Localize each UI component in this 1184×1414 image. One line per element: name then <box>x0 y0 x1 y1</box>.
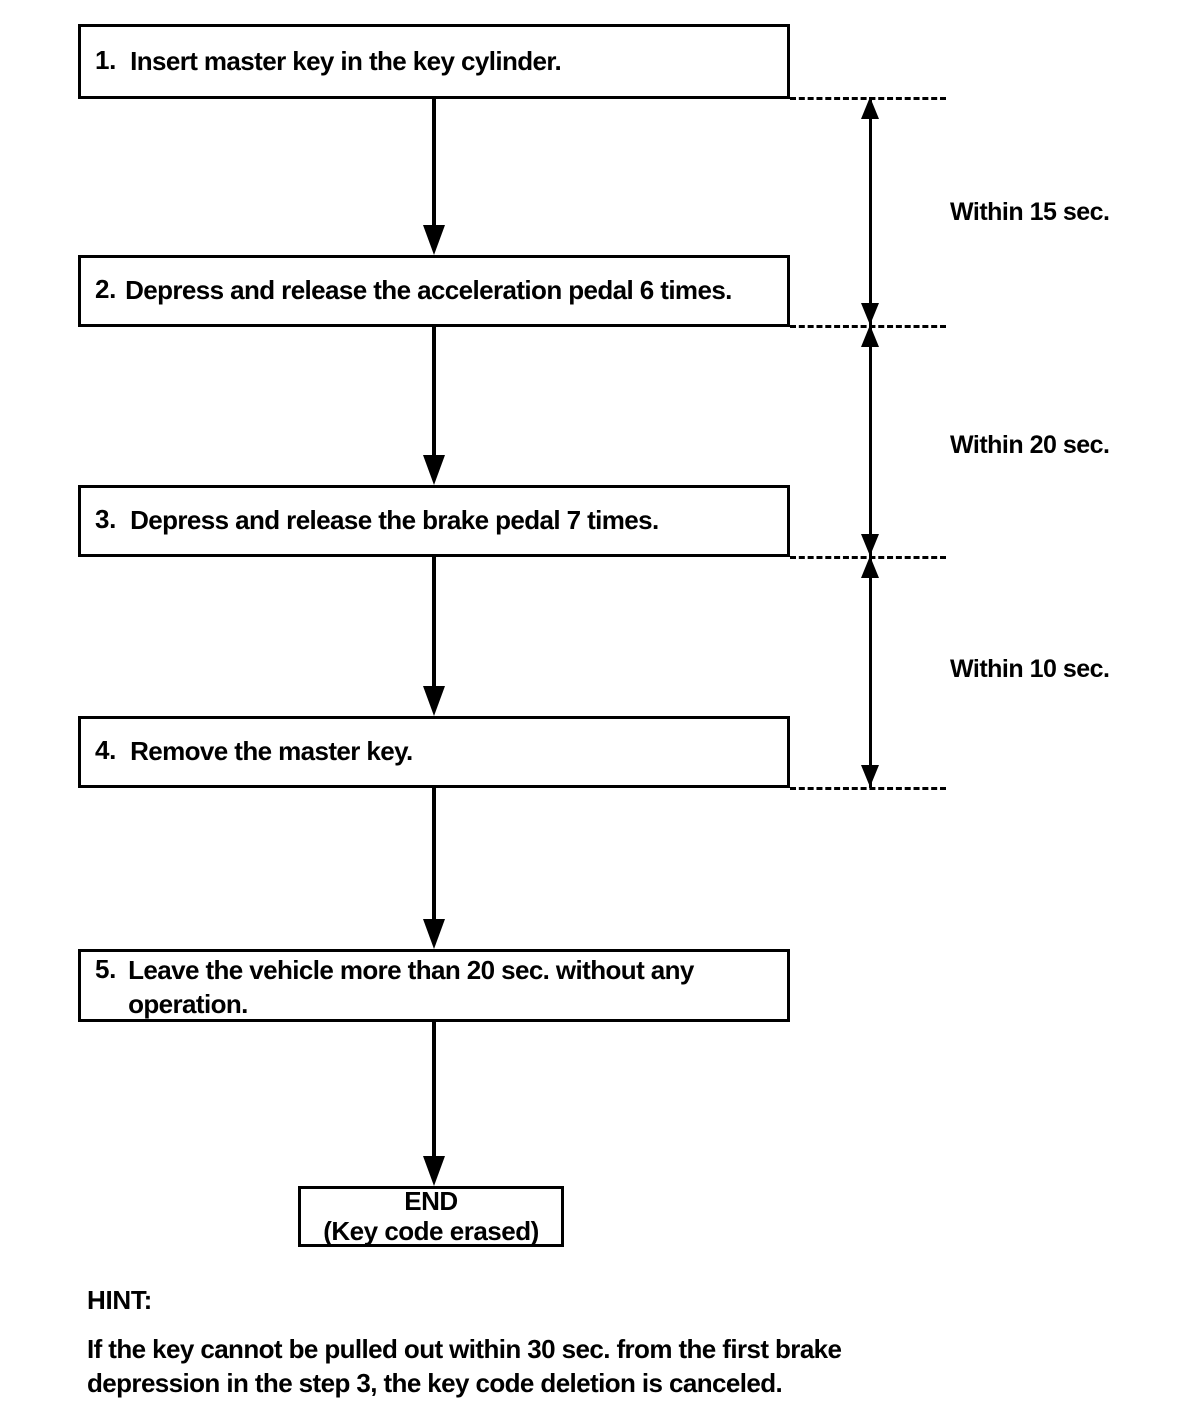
hint-body: If the key cannot be pulled out within 3… <box>87 1332 987 1401</box>
timing-label-20sec: Within 20 sec. <box>950 431 1110 459</box>
step-5-number: 5. <box>95 954 117 985</box>
step-4-label: Remove the master key. <box>130 736 413 767</box>
dimension-arrow-down-20sec-icon <box>861 534 879 556</box>
dimension-arrow-up-20sec-icon <box>861 325 879 347</box>
end-title: END <box>404 1186 458 1217</box>
hint-title: HINT: <box>87 1285 152 1315</box>
dimension-shaft <box>869 97 872 788</box>
step-4-number: 4. <box>95 735 117 766</box>
step-1-content: 1. Insert master key in the key cylinder… <box>81 45 787 79</box>
step-3-number: 3. <box>95 504 117 535</box>
dimension-arrow-down-15sec-icon <box>861 303 879 325</box>
extension-line-step4 <box>790 787 946 790</box>
step-3-label: Depress and release the brake pedal 7 ti… <box>130 505 659 536</box>
step-4-content: 4. Remove the master key. <box>81 735 787 769</box>
hint-line-1: If the key cannot be pulled out within 3… <box>87 1334 842 1364</box>
connector-shaft <box>432 557 436 686</box>
connector-shaft <box>432 99 436 225</box>
arrowhead-down-icon <box>423 686 445 716</box>
timing-label-10sec: Within 10 sec. <box>950 655 1110 683</box>
step-box-1: 1. Insert master key in the key cylinder… <box>78 24 790 99</box>
step-box-5: 5. Leave the vehicle more than 20 sec. w… <box>78 949 790 1022</box>
step-box-4: 4. Remove the master key. <box>78 716 790 788</box>
arrowhead-down-icon <box>423 225 445 255</box>
step-2-label: Depress and release the acceleration ped… <box>125 275 732 306</box>
connector-shaft <box>432 327 436 455</box>
dimension-arrow-up-10sec-icon <box>861 556 879 578</box>
step-2-content: 2. Depress and release the acceleration … <box>81 274 787 308</box>
connector-shaft <box>432 788 436 919</box>
step-box-2: 2. Depress and release the acceleration … <box>78 255 790 327</box>
arrowhead-down-icon <box>423 455 445 485</box>
arrowhead-down-icon <box>423 919 445 949</box>
step-box-3: 3. Depress and release the brake pedal 7… <box>78 485 790 557</box>
hint-line-2: depression in the step 3, the key code d… <box>87 1368 783 1399</box>
step-1-number: 1. <box>95 44 117 75</box>
dimension-arrow-down-10sec-icon <box>861 765 879 787</box>
end-box: END (Key code erased) <box>298 1186 564 1247</box>
step-1-label: Insert master key in the key cylinder. <box>130 45 562 76</box>
step-2-number: 2. <box>95 274 117 305</box>
dimension-arrow-up-15sec-icon <box>861 97 879 119</box>
step-5-label: Leave the vehicle more than 20 sec. with… <box>128 955 694 1019</box>
connector-shaft <box>432 1022 436 1156</box>
step-5-content: 5. Leave the vehicle more than 20 sec. w… <box>81 949 787 1022</box>
step-3-content: 3. Depress and release the brake pedal 7… <box>81 504 787 538</box>
arrowhead-down-icon <box>423 1156 445 1186</box>
end-subtitle: (Key code erased) <box>323 1215 539 1246</box>
timing-label-15sec: Within 15 sec. <box>950 198 1110 226</box>
